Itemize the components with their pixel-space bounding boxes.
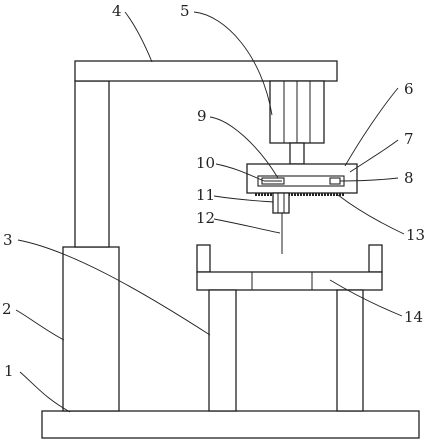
rack-tooth [255, 193, 257, 196]
rack-tooth [315, 193, 317, 196]
leader-2 [15, 309, 65, 341]
label-3: 3 [3, 231, 13, 249]
rack-tooth [267, 193, 269, 196]
rack-tooth [303, 193, 305, 196]
label-2: 2 [2, 300, 12, 318]
leader-13 [337, 194, 405, 235]
label-13: 13 [406, 226, 425, 244]
rack-tooth [309, 193, 311, 196]
label-8: 8 [404, 169, 414, 187]
table-right-lip [368, 244, 383, 273]
rack-tooth [261, 193, 263, 196]
rack-tooth [321, 193, 323, 196]
top-arm [74, 60, 338, 82]
rack-tooth [327, 193, 329, 196]
label-11: 11 [196, 186, 215, 204]
rack-tooth [270, 193, 272, 196]
column-pedestal [62, 246, 120, 412]
motor-shaft [289, 142, 305, 165]
rack-tooth [264, 193, 266, 196]
leader-11 [213, 195, 274, 203]
rack-tooth [300, 193, 302, 196]
rack-tooth [312, 193, 314, 196]
rack-tooth [336, 193, 338, 196]
label-6: 6 [404, 80, 414, 98]
label-5: 5 [180, 2, 190, 20]
rack-tooth [339, 193, 341, 196]
leader-12 [213, 218, 281, 234]
label-14: 14 [404, 308, 423, 326]
rack-tooth [297, 193, 299, 196]
rack-tooth [294, 193, 296, 196]
leader-3 [17, 239, 211, 336]
leader-5 [193, 11, 273, 116]
right-block [329, 177, 341, 185]
rack-tooth [324, 193, 326, 196]
base-plate [41, 410, 420, 439]
label-12: 12 [196, 209, 215, 227]
leader-4 [124, 11, 153, 63]
leader-8 [339, 177, 399, 182]
leader-9 [209, 116, 279, 179]
column-upright [74, 80, 110, 248]
leader-7 [349, 139, 399, 173]
rack-tooth [258, 193, 260, 196]
leader-10 [215, 163, 265, 182]
label-7: 7 [404, 130, 414, 148]
leader-1 [19, 371, 71, 413]
label-1: 1 [4, 362, 14, 380]
rack-tooth [306, 193, 308, 196]
leader-6 [344, 87, 399, 167]
label-10: 10 [196, 154, 215, 172]
table-leg-left [208, 289, 237, 412]
label-4: 4 [112, 2, 122, 20]
rack-tooth [333, 193, 335, 196]
rack-tooth [291, 193, 293, 196]
rack-tooth [330, 193, 332, 196]
label-9: 9 [197, 107, 207, 125]
rack-tooth [318, 193, 320, 196]
table-leg-right [336, 289, 364, 412]
tool-holder [272, 192, 290, 214]
table-left-lip [196, 244, 211, 273]
leader-14 [329, 279, 403, 317]
table-top [196, 271, 383, 291]
rack-tooth [342, 193, 344, 196]
